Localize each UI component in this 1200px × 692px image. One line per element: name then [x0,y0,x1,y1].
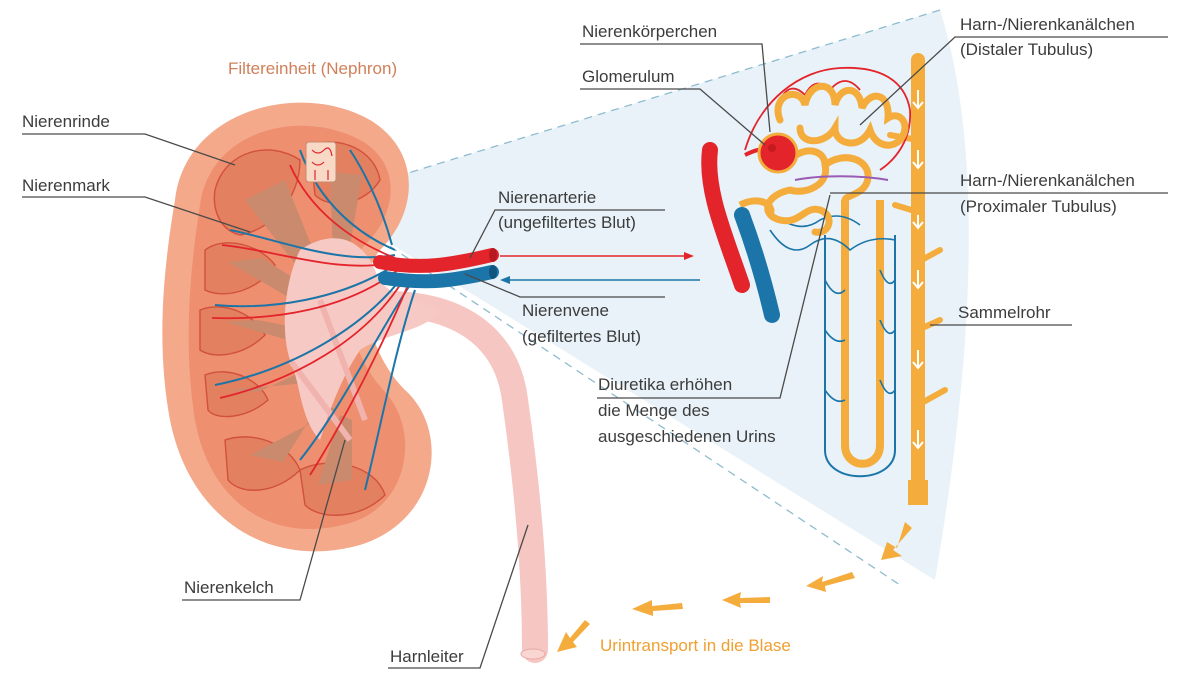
nephron-inset [305,141,337,183]
proximal-tubule-start [738,197,775,217]
label-harnleiter: Harnleiter [390,647,464,666]
nephron-inset-detail [311,147,333,180]
nephron-red-capillaries [744,66,911,171]
loop-of-henle [841,200,884,468]
label-distal-tubulus: Harn-/Nierenkanälchen [960,15,1135,34]
vein-flow-arrowhead [500,276,510,284]
label-nierenmark: Nierenmark [22,176,110,195]
label-nierenvene-sub: (gefiltertes Blut) [522,327,641,346]
label-glomerulum: Glomerulum [582,67,675,86]
label-diuretika-line2: die Menge des [598,401,710,420]
label-nierenkoerperchen: Nierenkörperchen [582,22,717,41]
renal-vein-end [489,265,497,279]
ureter-end [520,648,546,660]
distal-tubule [774,82,909,149]
efferent-vein [734,207,780,323]
renal-pelvis [284,238,440,440]
artery-flow-arrowhead [684,252,694,260]
label-nierenvene: Nierenvene [522,301,609,320]
macula-connector [794,175,889,181]
label-diuretika-line1: Diuretika erhöhen [598,375,732,394]
label-proximal-tubulus: Harn-/Nierenkanälchen [960,171,1135,190]
label-urintransport: Urintransport in die Blase [600,636,791,655]
collecting-duct-branches [887,132,948,408]
label-sammelrohr: Sammelrohr [958,303,1051,322]
renal-artery-end [489,248,497,262]
label-distal-tubulus-sub: (Distaler Tubulus) [960,40,1093,59]
afferent-artery [701,142,750,293]
label-nierenarterie-sub: (ungefiltertes Blut) [498,213,636,232]
calyx-branches [287,298,368,442]
zoom-line-top [319,9,941,201]
label-nierenrinde: Nierenrinde [22,112,110,131]
renal-artery [373,248,499,273]
peritubular-capillary [824,235,896,478]
kidney-arteries [211,164,409,476]
diagram-title: Filtereinheit (Nephron) [228,59,397,78]
renal-vein [378,265,499,289]
glomerulus-detail [768,144,776,152]
label-nierenkelch: Nierenkelch [184,578,274,597]
glomerulus [757,132,799,174]
urine-flow-arrows [557,522,912,652]
label-diuretika-line3: ausgeschiedenen Urins [598,427,776,446]
leader-lines [22,36,1168,669]
label-proximal-tubulus-sub: (Proximaler Tubulus) [960,197,1117,216]
label-nierenarterie: Nierenarterie [498,188,596,207]
